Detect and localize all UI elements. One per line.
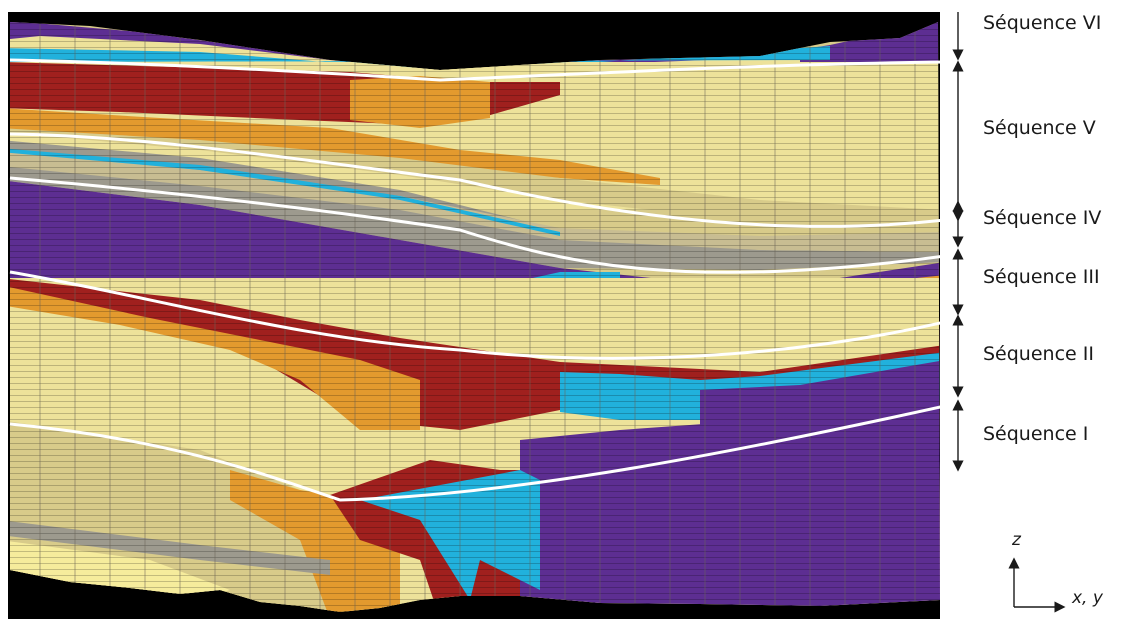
facies-body bbox=[10, 22, 940, 612]
label-sequence-ii: Séquence II bbox=[983, 343, 1094, 365]
boundary-ii-i bbox=[9, 404, 945, 502]
xy-axis-label: x, y bbox=[1071, 588, 1104, 608]
geological-model-cross-section bbox=[8, 12, 945, 619]
label-sequence-vi: Séquence VI bbox=[983, 12, 1102, 34]
boundary-iv-iii bbox=[9, 176, 945, 274]
label-sequence-iii: Séquence III bbox=[983, 266, 1100, 288]
label-sequence-v: Séquence V bbox=[983, 117, 1096, 139]
boundary-vi-v bbox=[9, 58, 945, 82]
grid-columns bbox=[39, 22, 916, 612]
label-sequence-i: Séquence I bbox=[983, 423, 1089, 445]
sequence-boundaries bbox=[9, 58, 945, 502]
boundary-iii-ii bbox=[9, 270, 945, 360]
sequence-range-arrows bbox=[952, 12, 964, 472]
axes-indicator: z x, y bbox=[1008, 530, 1104, 613]
layer-texture bbox=[10, 22, 940, 612]
label-sequence-iv: Séquence IV bbox=[983, 207, 1102, 229]
z-axis-label: z bbox=[1011, 530, 1022, 550]
boundary-v-iv-upper bbox=[9, 132, 945, 228]
